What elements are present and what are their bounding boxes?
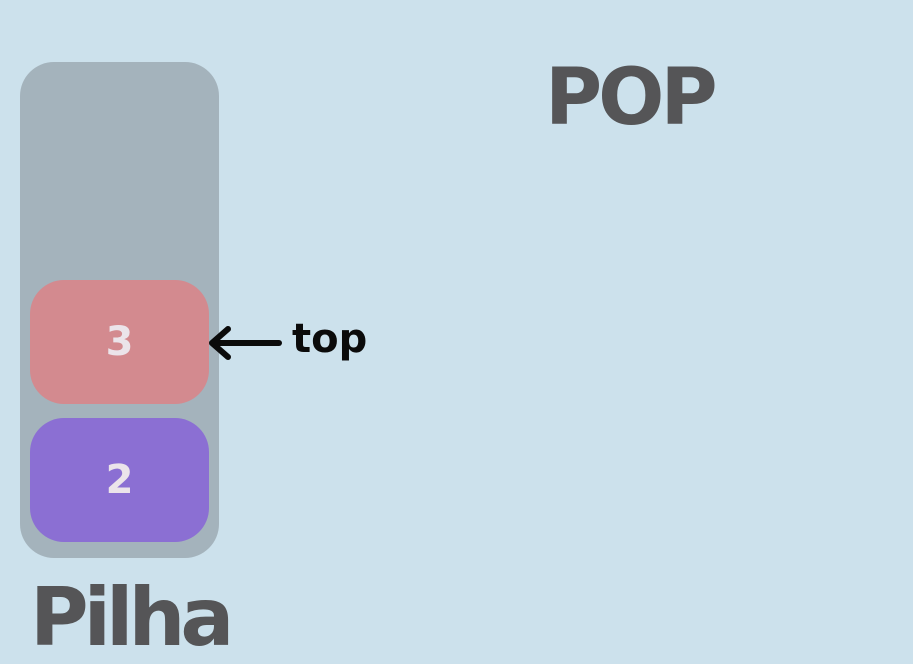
stack-title: Pilha [30,571,234,664]
top-label: top [292,316,368,362]
stack-item-value: 2 [105,457,134,503]
arrow-left-icon [209,326,282,360]
stack-item-bottom: 2 [30,418,209,542]
top-pointer: top [206,316,367,368]
stack-item-top: 3 [30,280,209,404]
stack-item-value: 3 [105,319,134,365]
operation-title: POP [545,53,718,143]
